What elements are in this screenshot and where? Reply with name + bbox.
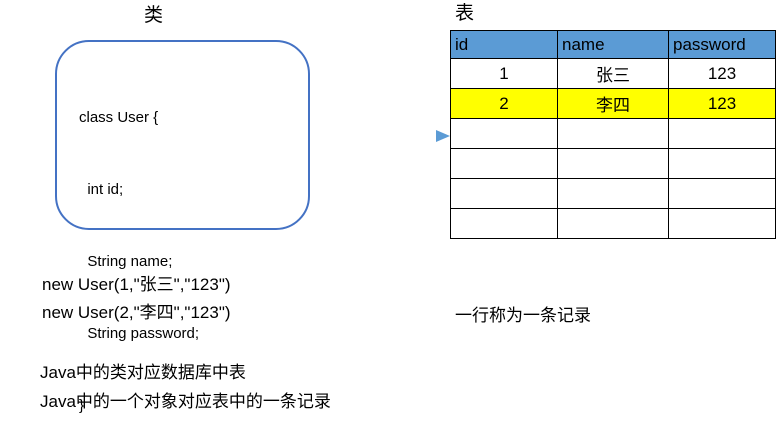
cell-id — [450, 208, 558, 239]
column-header-name: name — [557, 30, 669, 59]
new-user-line-2: new User(2,"李四","123") — [42, 303, 231, 322]
cell-password — [668, 118, 776, 149]
cell-id — [450, 118, 558, 149]
cell-password: 123 — [668, 58, 776, 89]
table-section-label: 表 — [455, 3, 475, 24]
cell-password — [668, 178, 776, 209]
cell-id: 2 — [450, 88, 558, 119]
table-row-empty — [450, 118, 776, 149]
code-line-5: } — [79, 397, 85, 414]
cell-password — [668, 208, 776, 239]
cell-id — [450, 178, 558, 209]
java-note-line-1: Java中的类对应数据库中表 — [40, 363, 246, 382]
cell-name: 李四 — [557, 88, 669, 119]
class-code: class User { int id; String name; String… — [79, 58, 199, 428]
database-table: id name password 1 张三 123 2 李四 123 — [450, 30, 776, 239]
cell-name — [557, 148, 669, 179]
cell-password: 123 — [668, 88, 776, 119]
table-row-empty — [450, 148, 776, 179]
class-box: class User { int id; String name; String… — [55, 40, 310, 414]
new-user-code-lines: new User(1,"张三","123") new User(2,"李四","… — [42, 271, 231, 327]
cell-password — [668, 148, 776, 179]
code-line-4: String password; — [79, 325, 200, 342]
table-row: 1 张三 123 — [450, 58, 776, 89]
column-header-password: password — [668, 30, 776, 59]
class-section-label: 类 — [144, 5, 164, 26]
java-note-line-2: Java中的一个对象对应表中的一条记录 — [40, 392, 331, 411]
cell-name — [557, 178, 669, 209]
cell-name — [557, 208, 669, 239]
table-header-row: id name password — [450, 30, 776, 59]
table-row-highlighted: 2 李四 123 — [450, 88, 776, 119]
table-row-empty — [450, 208, 776, 239]
column-header-id: id — [450, 30, 558, 59]
code-line-1: class User { — [79, 109, 159, 126]
code-line-3: String name; — [79, 253, 173, 270]
table-row-empty — [450, 178, 776, 209]
code-line-2: int id; — [79, 181, 124, 198]
cell-name — [557, 118, 669, 149]
cell-name: 张三 — [557, 58, 669, 89]
cell-id — [450, 148, 558, 179]
cell-id: 1 — [450, 58, 558, 89]
new-user-line-1: new User(1,"张三","123") — [42, 275, 231, 294]
class-to-table-arrow-icon — [311, 130, 450, 142]
java-mapping-notes: Java中的类对应数据库中表 Java中的一个对象对应表中的一条记录 — [40, 358, 331, 416]
record-note: 一行称为一条记录 — [455, 306, 591, 325]
